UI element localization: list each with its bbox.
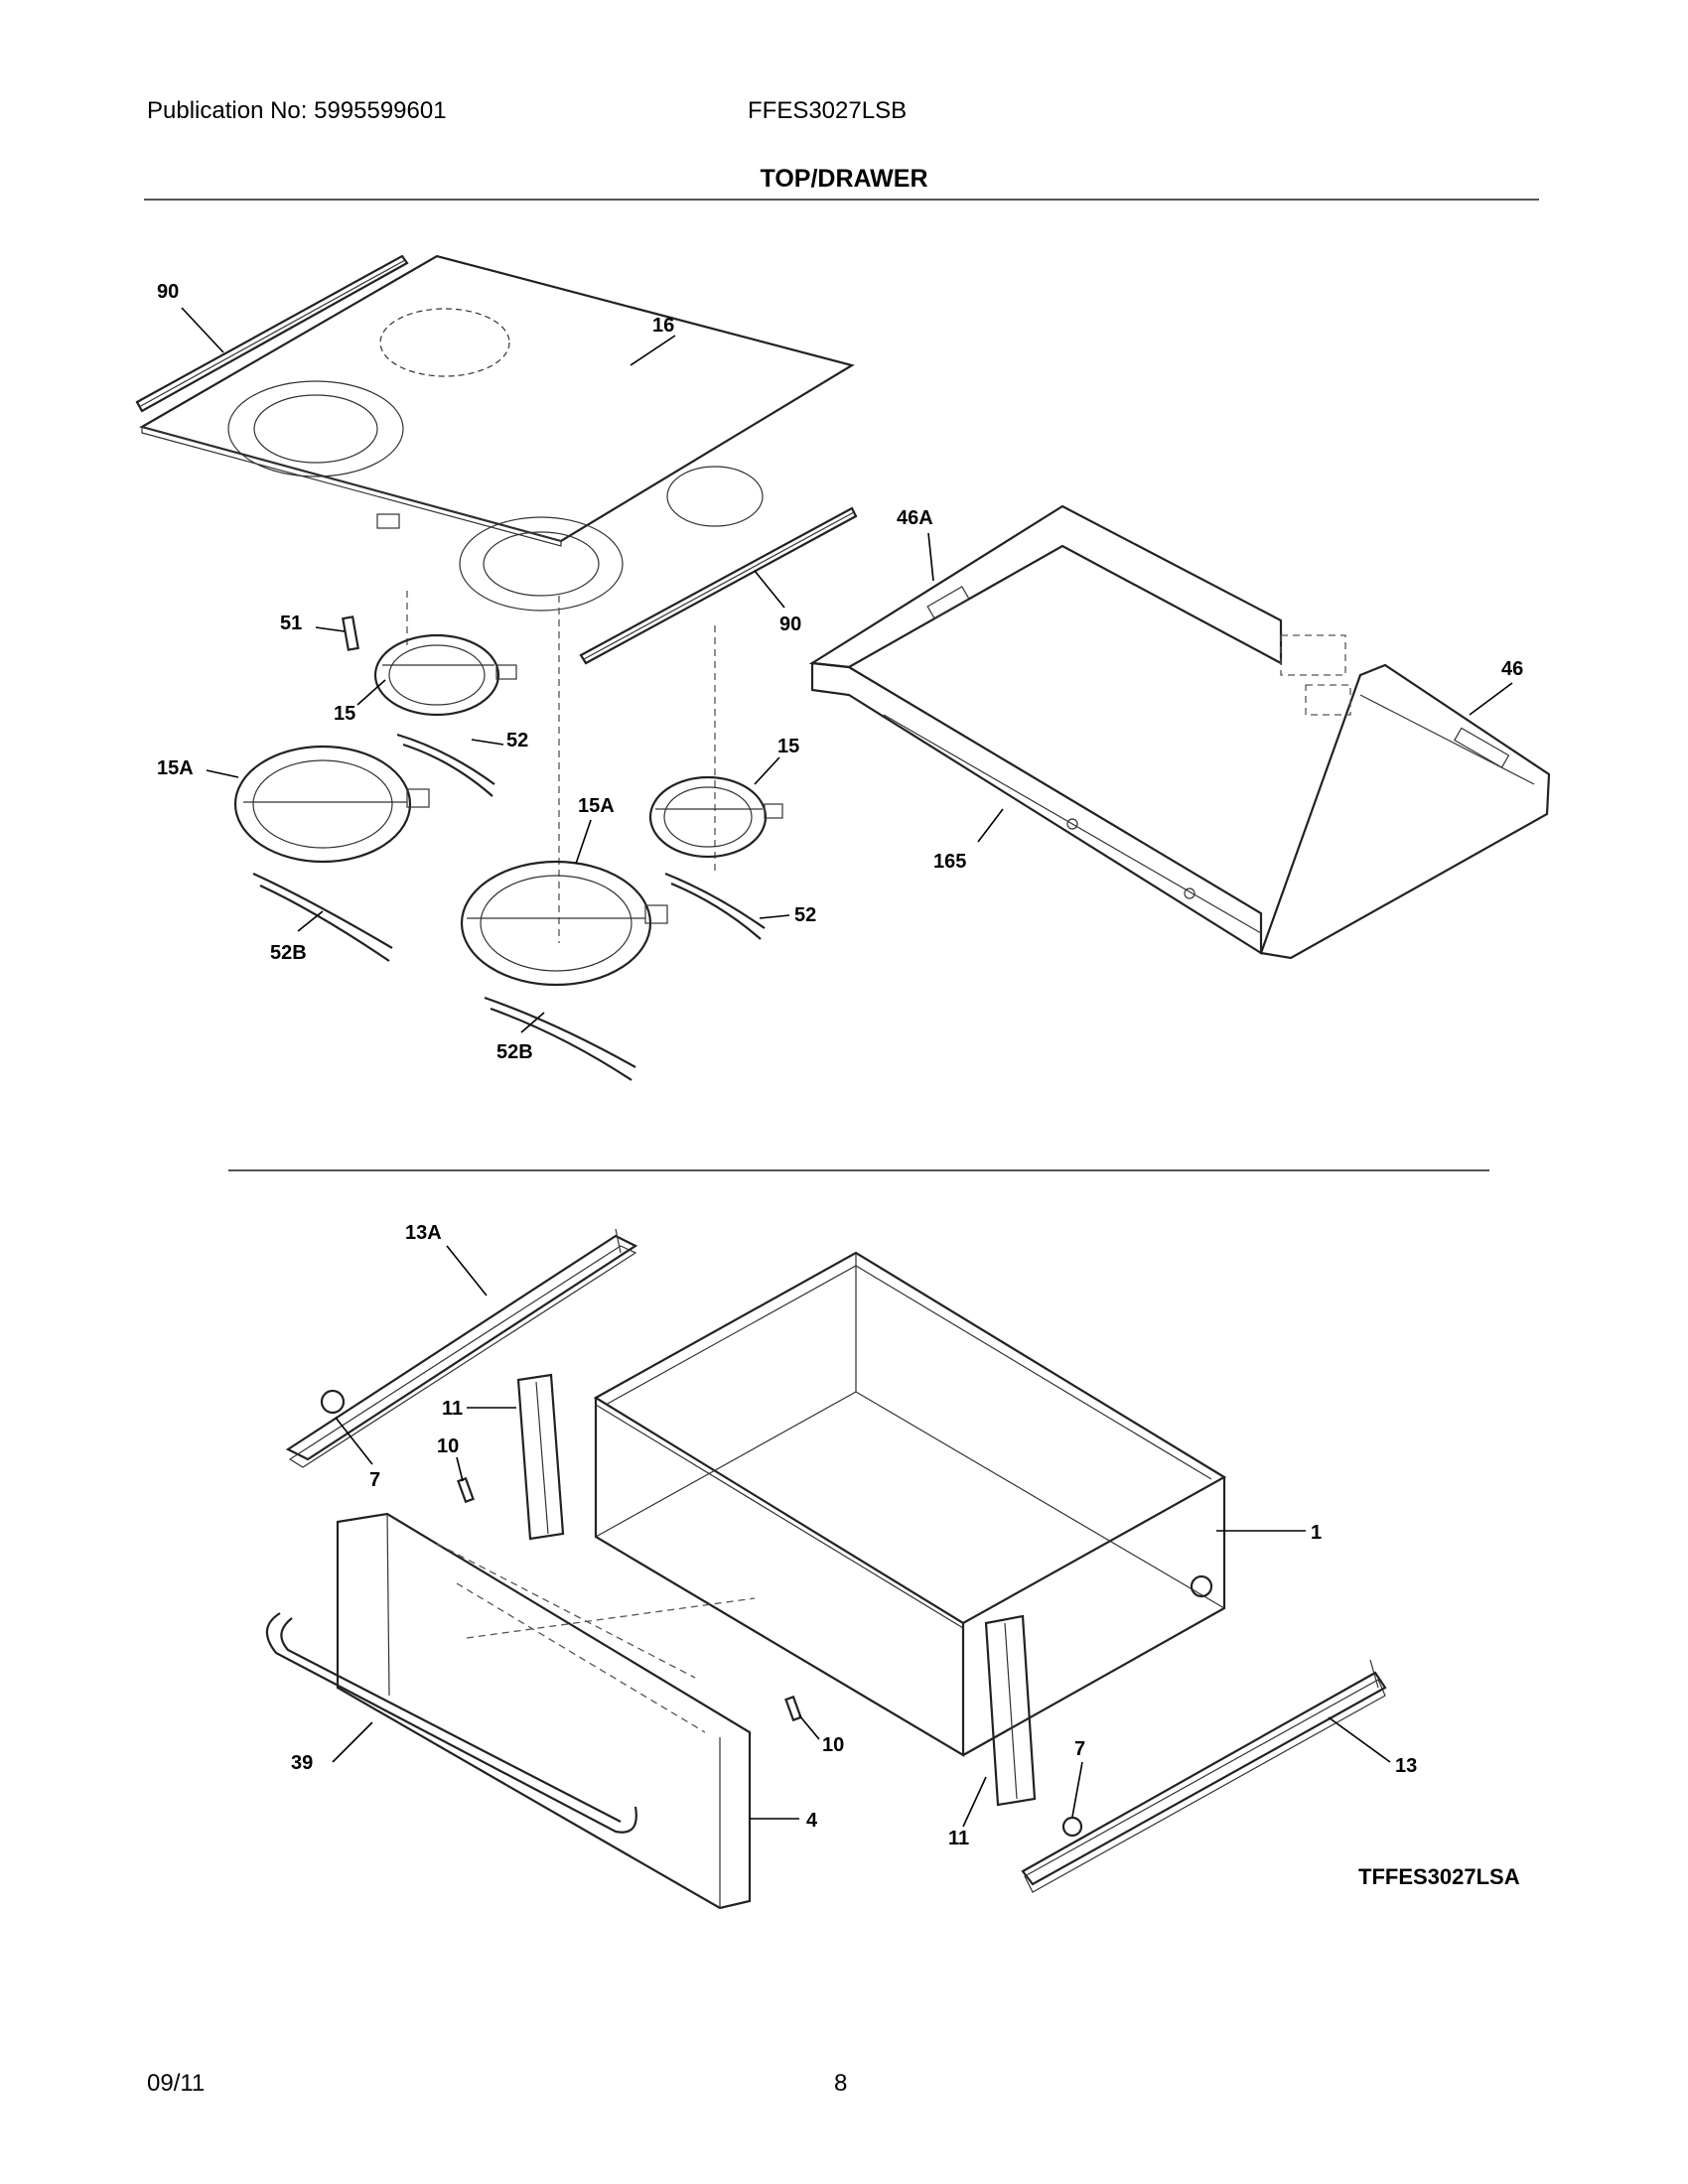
screw-part [457,1476,475,1504]
callout-39: 39 [291,1752,313,1774]
header-divider [144,199,1539,201]
element-bracket-right [664,872,766,940]
callout-11: 11 [948,1828,969,1849]
surface-element-small-left [373,633,517,717]
element-bracket-b-left [252,872,393,962]
callout-13A: 13A [405,1222,442,1244]
drawer-stop-bracket-right [984,1614,1037,1807]
footer-date: 09/11 [147,2070,206,2097]
surface-element-large-center [460,860,668,987]
publication-number: Publication No: 5995599601 [147,97,447,124]
callout-52: 52 [794,904,816,926]
model-number: FFES3027LSB [748,97,908,124]
cooktop-glass [139,254,855,612]
callout-52B: 52B [270,942,307,964]
callout-10: 10 [437,1435,459,1457]
trim-strip-front [579,506,858,665]
drawer-slide-right [1021,1659,1387,1893]
callout-15: 15 [777,736,799,757]
callout-16: 16 [652,315,674,337]
surface-element-large-left [233,745,430,864]
screw-part [784,1695,802,1722]
callout-15A: 15A [157,757,194,779]
callout-51: 51 [280,613,302,634]
diagram-reference-code: TFFES3027LSA [1358,1864,1520,1889]
drawer-stop-bracket-left [516,1373,565,1541]
section-divider [228,1169,1489,1171]
drawer-front-panel [336,1512,756,1910]
element-bracket-b-center [484,996,636,1081]
callout-46: 46 [1501,658,1523,680]
callout-4: 4 [806,1810,818,1832]
pin-part [342,615,359,651]
page-title: TOP/DRAWER [760,165,928,193]
callout-46A: 46A [897,507,933,529]
callout-90: 90 [157,281,179,303]
callout-7: 7 [369,1469,380,1491]
callout-7: 7 [1074,1738,1085,1760]
callout-10: 10 [822,1734,844,1756]
drawer-support-frame [808,504,1551,960]
drawer-slide-left [285,1228,638,1468]
callout-15A: 15A [578,795,615,817]
callout-15: 15 [334,703,355,725]
callout-11: 11 [442,1398,463,1420]
page-number: 8 [834,2070,848,2097]
drawer-handle [265,1612,637,1834]
callout-52: 52 [506,730,528,751]
callout-90: 90 [779,614,801,635]
trim-strip-rear [135,254,409,413]
callout-1: 1 [1311,1522,1322,1544]
drawer-body [593,1251,1227,1757]
callout-52B: 52B [496,1041,533,1063]
callout-165: 165 [933,851,966,873]
callout-13: 13 [1395,1755,1417,1777]
surface-element-small-right [648,775,783,859]
element-bracket-left [396,733,495,797]
